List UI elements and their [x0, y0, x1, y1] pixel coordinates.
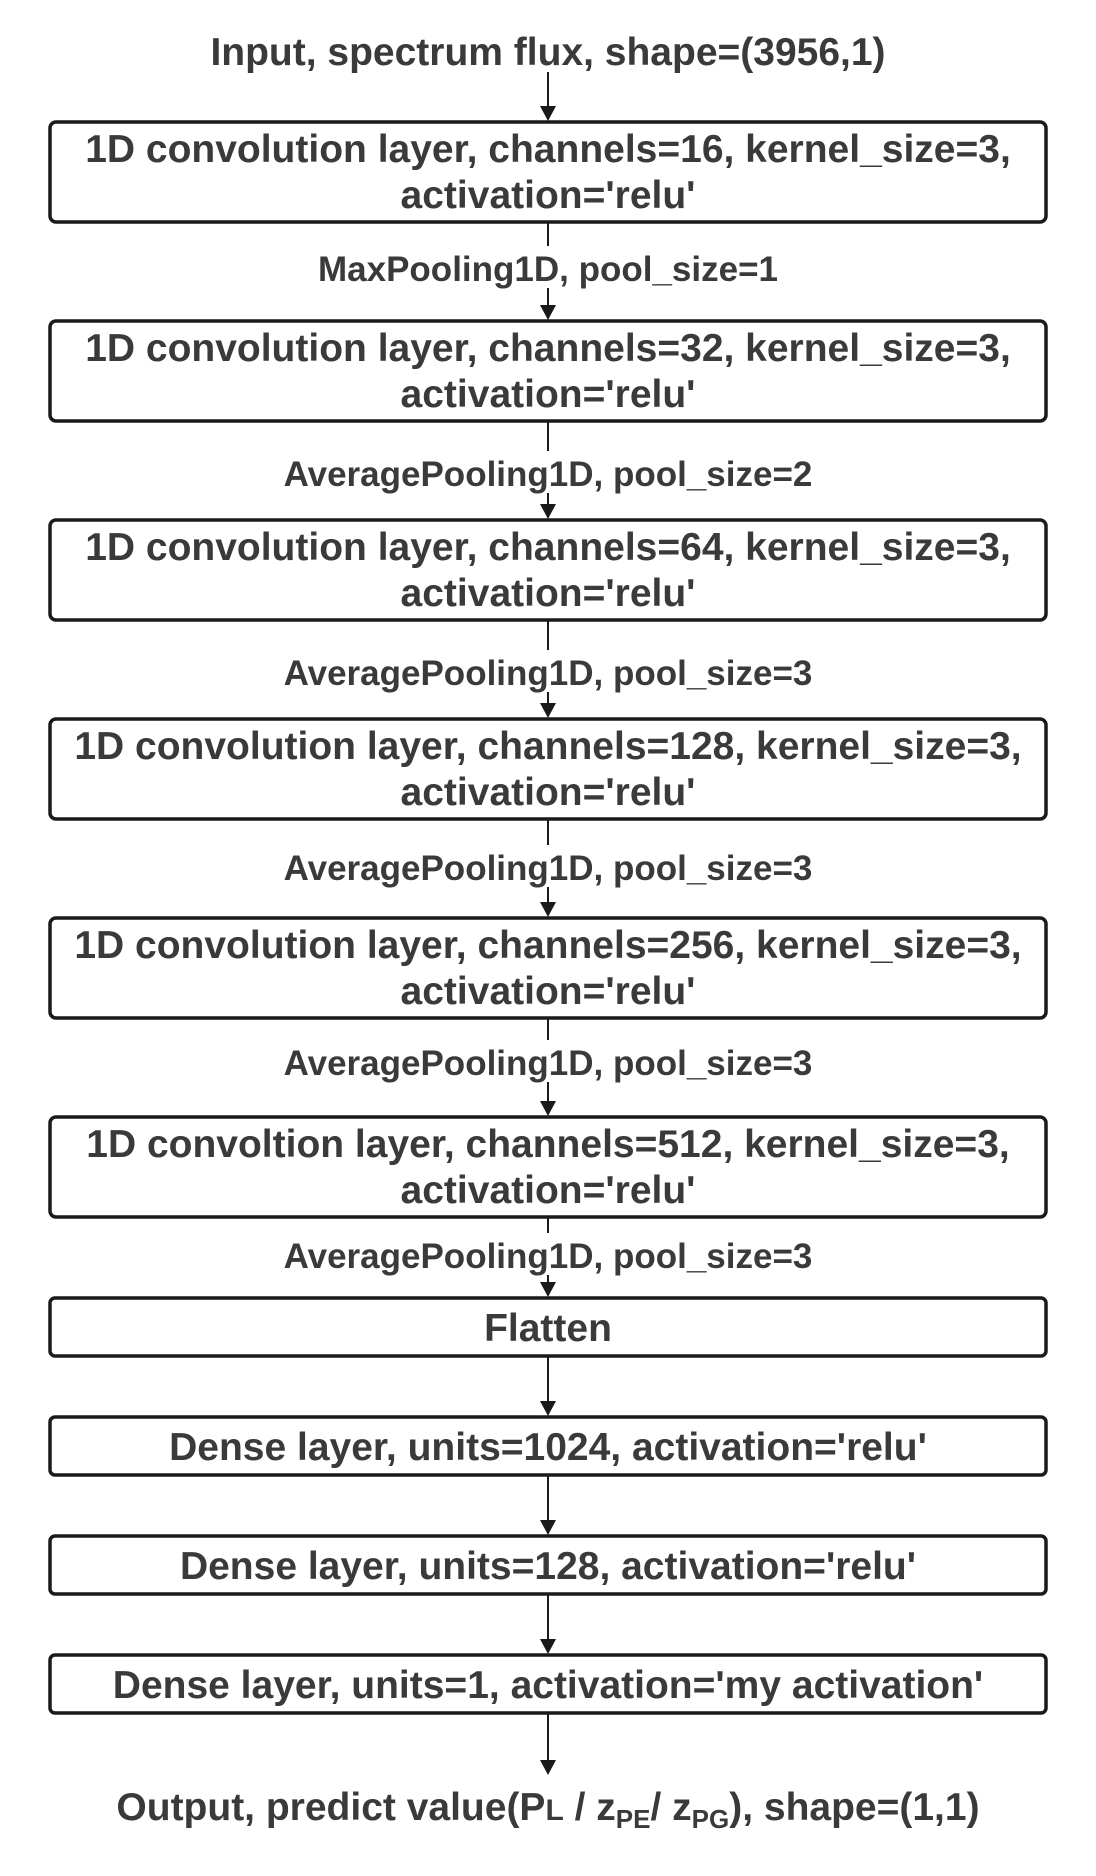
svg-text:activation='relu': activation='relu': [401, 174, 696, 217]
svg-text:activation='relu': activation='relu': [401, 1169, 696, 1212]
svg-text:activation='relu': activation='relu': [401, 771, 696, 814]
svg-text:AveragePooling1D, pool_size=3: AveragePooling1D, pool_size=3: [284, 654, 813, 693]
svg-text:1D convolution layer, channels: 1D convolution layer, channels=16, kerne…: [85, 128, 1011, 171]
pooling-label: AveragePooling1D, pool_size=3: [272, 845, 824, 888]
conv1-node: 1D convolution layer, channels=16, kerne…: [48, 120, 1048, 224]
svg-text:activation='relu': activation='relu': [401, 373, 696, 416]
svg-text:Dense layer, units=128, activa: Dense layer, units=128, activation='relu…: [180, 1545, 916, 1588]
svg-text:AveragePooling1D, pool_size=3: AveragePooling1D, pool_size=3: [284, 1237, 813, 1276]
svg-text:Dense layer, units=1, activati: Dense layer, units=1, activation='my act…: [113, 1664, 983, 1707]
svg-text:1D convolution layer, channels: 1D convolution layer, channels=64, kerne…: [85, 526, 1011, 569]
dense3-node: Dense layer, units=1, activation='my act…: [48, 1653, 1048, 1715]
edge-dense2-dense3: [540, 1595, 556, 1654]
svg-text:Dense layer, units=1024, activ: Dense layer, units=1024, activation='rel…: [169, 1426, 927, 1469]
svg-text:1D convolution layer, channels: 1D convolution layer, channels=32, kerne…: [85, 327, 1011, 370]
conv4-node: 1D convolution layer, channels=128, kern…: [48, 717, 1048, 821]
svg-text:1D convolution layer, channels: 1D convolution layer, channels=256, kern…: [74, 924, 1021, 967]
edge-flatten-dense1: [540, 1357, 556, 1416]
pooling-label: AveragePooling1D, pool_size=3: [272, 1040, 824, 1083]
conv2-node: 1D convolution layer, channels=32, kerne…: [48, 319, 1048, 423]
pooling-label: AveragePooling1D, pool_size=2: [272, 451, 824, 494]
svg-text:activation='relu': activation='relu': [401, 572, 696, 615]
pooling-label: MaxPooling1D, pool_size=1: [300, 246, 796, 289]
dense2-node: Dense layer, units=128, activation='relu…: [48, 1534, 1048, 1596]
conv3-node: 1D convolution layer, channels=64, kerne…: [48, 518, 1048, 622]
pooling-label: AveragePooling1D, pool_size=3: [272, 650, 824, 693]
dense1-node: Dense layer, units=1024, activation='rel…: [48, 1415, 1048, 1477]
pooling-label: AveragePooling1D, pool_size=3: [272, 1233, 824, 1276]
svg-text:Flatten: Flatten: [484, 1307, 612, 1350]
edge-dense1-dense2: [540, 1476, 556, 1535]
svg-text:MaxPooling1D, pool_size=1: MaxPooling1D, pool_size=1: [318, 250, 778, 289]
input-label: Input, spectrum flux, shape=(3956,1): [210, 31, 885, 74]
svg-text:activation='relu': activation='relu': [401, 970, 696, 1013]
svg-text:AveragePooling1D, pool_size=3: AveragePooling1D, pool_size=3: [284, 849, 813, 888]
conv5-node: 1D convolution layer, channels=256, kern…: [48, 916, 1048, 1020]
flatten-node: Flatten: [48, 1296, 1048, 1358]
edge-input-conv1: [540, 72, 556, 121]
svg-text:1D convoltion layer, channels=: 1D convoltion layer, channels=512, kerne…: [86, 1123, 1009, 1166]
svg-text:1D convolution layer, channels: 1D convolution layer, channels=128, kern…: [74, 725, 1021, 768]
edge-dense3-output: [540, 1714, 556, 1775]
output-label: Output, predict value(PL / zPE/ zPG), sh…: [116, 1786, 979, 1834]
conv6-node: 1D convoltion layer, channels=512, kerne…: [48, 1115, 1048, 1219]
svg-text:AveragePooling1D, pool_size=2: AveragePooling1D, pool_size=2: [284, 455, 813, 494]
svg-text:AveragePooling1D, pool_size=3: AveragePooling1D, pool_size=3: [284, 1044, 813, 1083]
